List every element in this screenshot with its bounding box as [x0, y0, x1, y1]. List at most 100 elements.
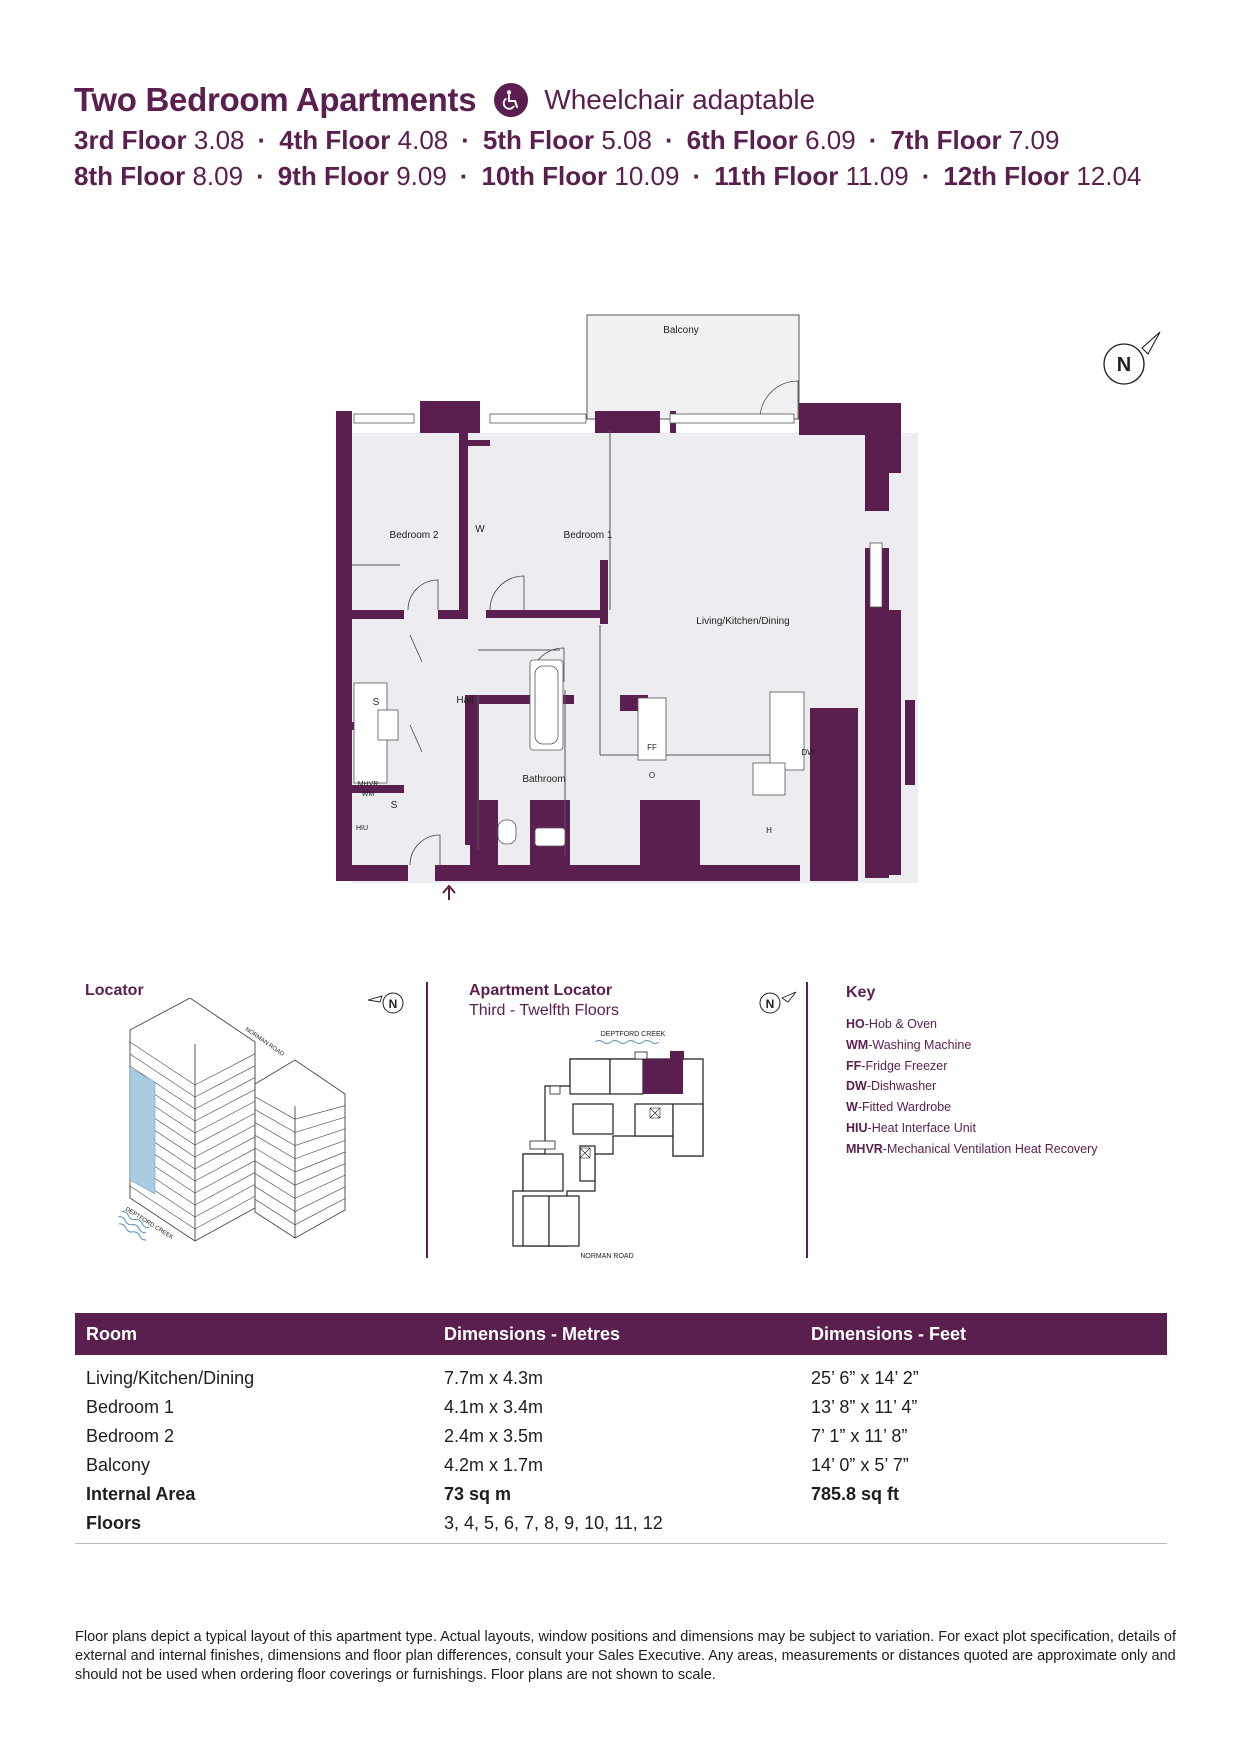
key-description: Fitted Wardrobe — [861, 1100, 952, 1115]
key-code: MHVR — [846, 1141, 883, 1156]
dimensions-table: Room Dimensions - Metres Dimensions - Fe… — [75, 1313, 1167, 1544]
floor-name: 7th Floor — [890, 125, 1002, 155]
bathroom-fixtures — [497, 659, 566, 847]
column-header-room: Room — [86, 1323, 137, 1344]
separator-dot: · — [692, 161, 702, 191]
key-description: Mechanical Ventilation Heat Recovery — [886, 1141, 1098, 1156]
label-dishwasher: DW — [801, 748, 815, 757]
windows — [353, 413, 883, 608]
floor-name: 12th Floor — [943, 161, 1070, 191]
key-code: HO — [846, 1017, 865, 1031]
plot-number: 7.09 — [1008, 125, 1060, 155]
locator-north-compass: N — [366, 990, 406, 1021]
label-hob: H — [766, 826, 772, 835]
north-compass: N — [1098, 328, 1168, 393]
column-header-feet: Dimensions - Feet — [811, 1323, 967, 1344]
panel-divider — [426, 982, 428, 1258]
plot-number: 6.09 — [805, 125, 856, 155]
svg-text:N: N — [389, 997, 398, 1011]
metres-cell: 7.7m x 4.3m — [444, 1368, 544, 1388]
site-label-deptford: DEPTFORD CREEK — [601, 1031, 666, 1038]
title-row: Two Bedroom Apartments Wheelchair adapta… — [74, 78, 1194, 122]
key-title: Key — [846, 984, 876, 1001]
label-washing-machine: WM — [362, 791, 375, 798]
feet-cell: 7’ 1” x 11’ 8” — [811, 1426, 908, 1446]
floor-name: 4th Floor — [279, 125, 391, 155]
locator-title: Locator — [85, 982, 144, 999]
label-bathroom: Bathroom — [522, 774, 565, 785]
key-description: Heat Interface Unit — [871, 1120, 976, 1135]
key-item: WM-Washing Machine — [846, 1037, 972, 1052]
floor-name: 9th Floor — [277, 161, 389, 191]
key-code: HIU — [846, 1120, 868, 1135]
apartment-highlight — [643, 1059, 683, 1094]
floor-name: 3rd Floor — [74, 125, 187, 155]
plot-number: 5.08 — [601, 125, 652, 155]
floor-name: 6th Floor — [686, 125, 798, 155]
separator-dot: · — [868, 125, 878, 155]
room-cell: Floors — [86, 1513, 142, 1533]
plot-number: 10.09 — [614, 161, 680, 191]
outer-walls — [336, 401, 915, 881]
key-item: W-Fitted Wardrobe — [846, 1100, 952, 1115]
label-hiu: HIU — [356, 825, 368, 832]
partition-lines — [352, 430, 790, 855]
feet-cell: 25’ 6” x 14’ 2” — [811, 1368, 919, 1388]
svg-text:N: N — [766, 997, 775, 1011]
balcony-door-swing — [759, 380, 799, 420]
accessibility-label: Wheelchair adaptable — [544, 84, 816, 115]
floor-name: 5th Floor — [482, 125, 595, 155]
key-description: Dishwasher — [871, 1079, 937, 1094]
page-header: Two Bedroom Apartments Wheelchair adapta… — [74, 78, 1194, 194]
room-cell: Internal Area — [86, 1484, 196, 1504]
metres-cell: 4.1m x 3.4m — [444, 1397, 544, 1417]
water-icon — [594, 1040, 660, 1044]
label-oven: O — [649, 771, 655, 780]
floor-name: 8th Floor — [74, 161, 186, 191]
label-mhvr: MHVR — [358, 781, 379, 788]
page-title: Two Bedroom Apartments — [74, 81, 477, 118]
label-fridge-freezer: FF — [647, 743, 657, 752]
floor-plot-item: 4th Floor 4.08 — [279, 125, 448, 155]
feet-cell: 785.8 sq ft — [811, 1484, 900, 1504]
feet-cell: 13’ 8” x 11’ 4” — [811, 1397, 918, 1417]
separator-dot: · — [461, 125, 470, 155]
column-header-metres: Dimensions - Metres — [444, 1323, 621, 1344]
plot-number: 9.09 — [396, 161, 447, 191]
apartment-locator-north-compass: N — [758, 990, 798, 1021]
metres-cell: 3, 4, 5, 6, 7, 8, 9, 10, 11, 12 — [444, 1513, 663, 1533]
building-locator-drawing: NORMAN ROAD DEPTFORD CREEK — [115, 997, 355, 1273]
metres-cell: 4.2m x 1.7m — [444, 1455, 544, 1475]
label-storage: S — [391, 800, 398, 811]
floor-plot-item: 11th Floor 11.09 — [714, 161, 909, 191]
apartment-locator-subtitle: Third - Twelfth Floors — [469, 1002, 619, 1019]
key-item: HO-Hob & Oven — [846, 1017, 938, 1031]
water-icon — [118, 1210, 150, 1241]
key-description: Hob & Oven — [868, 1017, 938, 1031]
plot-number: 11.09 — [845, 161, 909, 191]
entrance-arrow-icon — [442, 884, 456, 903]
site-label-norman: NORMAN ROAD — [580, 1253, 633, 1260]
table-row: Floors 3, 4, 5, 6, 7, 8, 9, 10, 11, 12 — [75, 1509, 1167, 1538]
floor-plot-item: 5th Floor 5.08 — [483, 125, 652, 155]
key-description: Fridge Freezer — [865, 1058, 948, 1073]
floor-plot-item: 7th Floor 7.09 — [890, 125, 1059, 155]
floor-name: 11th Floor — [714, 161, 839, 191]
separator-dot: · — [256, 161, 265, 191]
key-code: W — [846, 1100, 858, 1115]
key-description: Washing Machine — [872, 1037, 972, 1052]
key-code: FF — [846, 1058, 862, 1073]
room-cell: Living/Kitchen/Dining — [86, 1368, 255, 1388]
floor-plot-item: 6th Floor 6.09 — [687, 125, 856, 155]
floor-plot-item: 3rd Floor 3.08 — [74, 125, 245, 155]
north-label: N — [1117, 354, 1131, 376]
label-bedroom-2: Bedroom 2 — [390, 530, 439, 541]
key-item: HIU-Heat Interface Unit — [846, 1120, 976, 1135]
label-balcony: Balcony — [663, 325, 699, 336]
floor-plot-line: 8th Floor 8.09·9th Floor 9.09·10th Floor… — [74, 158, 1194, 194]
floor-plot-item: 8th Floor 8.09 — [74, 161, 243, 191]
room-cell: Balcony — [86, 1455, 151, 1475]
